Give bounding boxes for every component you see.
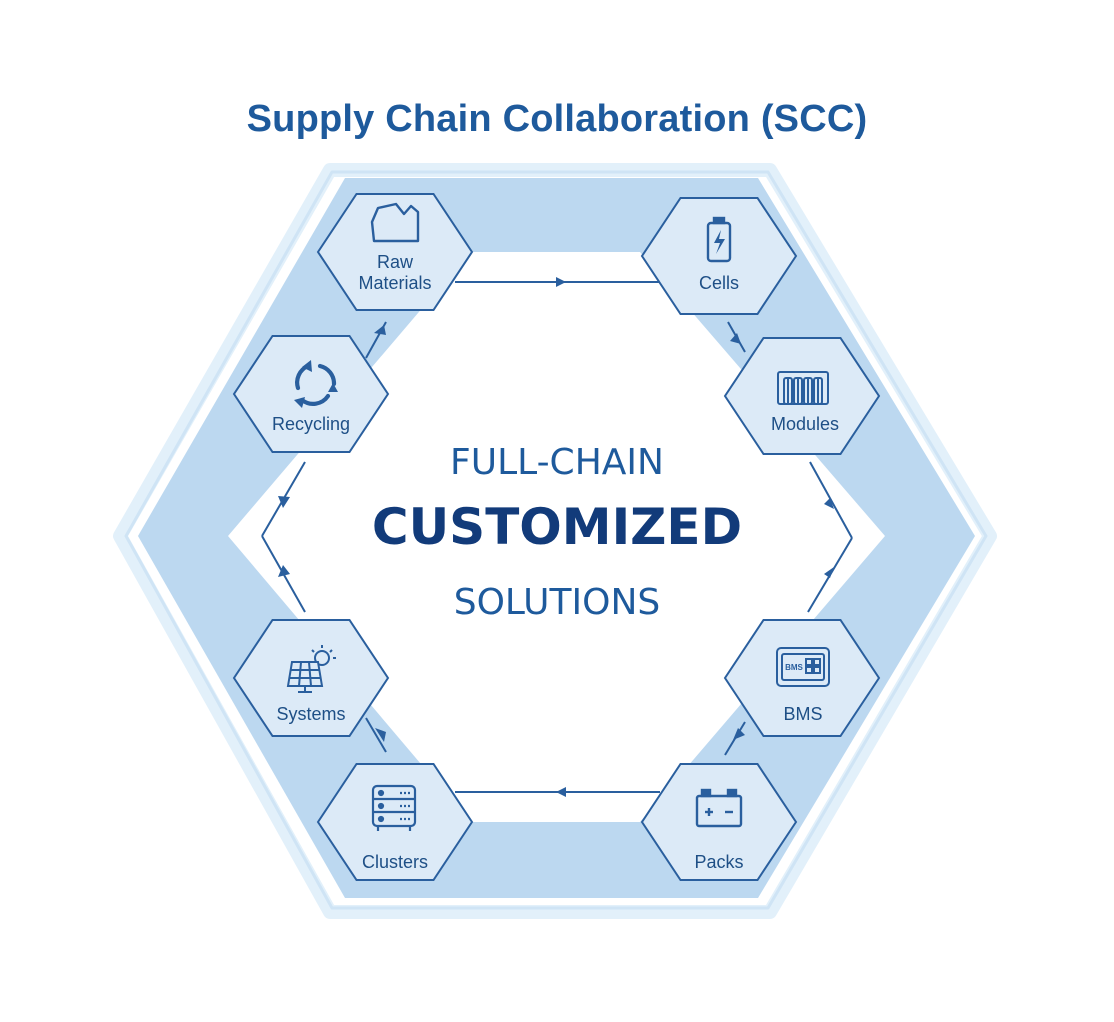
arrow-down-left-2 bbox=[733, 728, 745, 740]
battery-cell-icon bbox=[706, 216, 732, 263]
rock-icon bbox=[370, 202, 420, 243]
node-labels: Raw Materials Cells Modules BMS Packs Cl… bbox=[272, 252, 839, 872]
label-raw-materials-line1: Raw bbox=[377, 252, 414, 272]
title: Supply Chain Collaboration (SCC) bbox=[246, 98, 868, 140]
battery-module-icon bbox=[777, 371, 829, 405]
outer-frame-glow bbox=[113, 163, 997, 919]
label-modules: Modules bbox=[771, 414, 839, 434]
battery-pack-icon bbox=[695, 788, 743, 828]
recycle-icon bbox=[294, 360, 338, 408]
node-hexagon-recycling bbox=[232, 335, 390, 453]
node-hexagon-clusters bbox=[316, 763, 474, 881]
label-systems: Systems bbox=[276, 704, 345, 724]
solar-panel-icon bbox=[286, 645, 336, 693]
node-hexagon-raw-materials bbox=[316, 193, 474, 311]
inner-area bbox=[228, 252, 885, 822]
bms-board-icon: BMS bbox=[776, 647, 830, 687]
arrow-up-right-2 bbox=[374, 325, 386, 335]
center-line-1: FULL-CHAIN bbox=[450, 442, 664, 483]
connector-arrows bbox=[278, 277, 834, 797]
label-cells: Cells bbox=[699, 273, 739, 293]
label-bms: BMS bbox=[783, 704, 822, 724]
arrow-down-right-2 bbox=[824, 498, 834, 509]
arrow-down-right bbox=[730, 333, 741, 344]
arrow-down-left bbox=[824, 567, 834, 578]
arrow-left bbox=[556, 787, 566, 797]
center-line-3: SOLUTIONS bbox=[453, 582, 661, 623]
arrow-right bbox=[556, 277, 566, 287]
label-clusters: Clusters bbox=[362, 852, 428, 872]
center-line-2: CUSTOMIZED bbox=[371, 498, 743, 556]
outer-frame-line bbox=[124, 170, 988, 910]
arrow-up-left bbox=[375, 728, 386, 742]
bms-icon-text: BMS bbox=[785, 663, 803, 672]
node-hexagon-bms bbox=[723, 619, 881, 737]
node-hexagon-cells bbox=[640, 197, 798, 315]
label-packs: Packs bbox=[694, 852, 743, 872]
server-rack-icon bbox=[371, 784, 417, 831]
arrow-up-left-2 bbox=[278, 565, 290, 577]
label-raw-materials-line2: Materials bbox=[358, 273, 431, 293]
node-hexagon-packs bbox=[640, 763, 798, 881]
label-recycling: Recycling bbox=[272, 414, 350, 434]
arrow-up-right bbox=[278, 496, 290, 508]
